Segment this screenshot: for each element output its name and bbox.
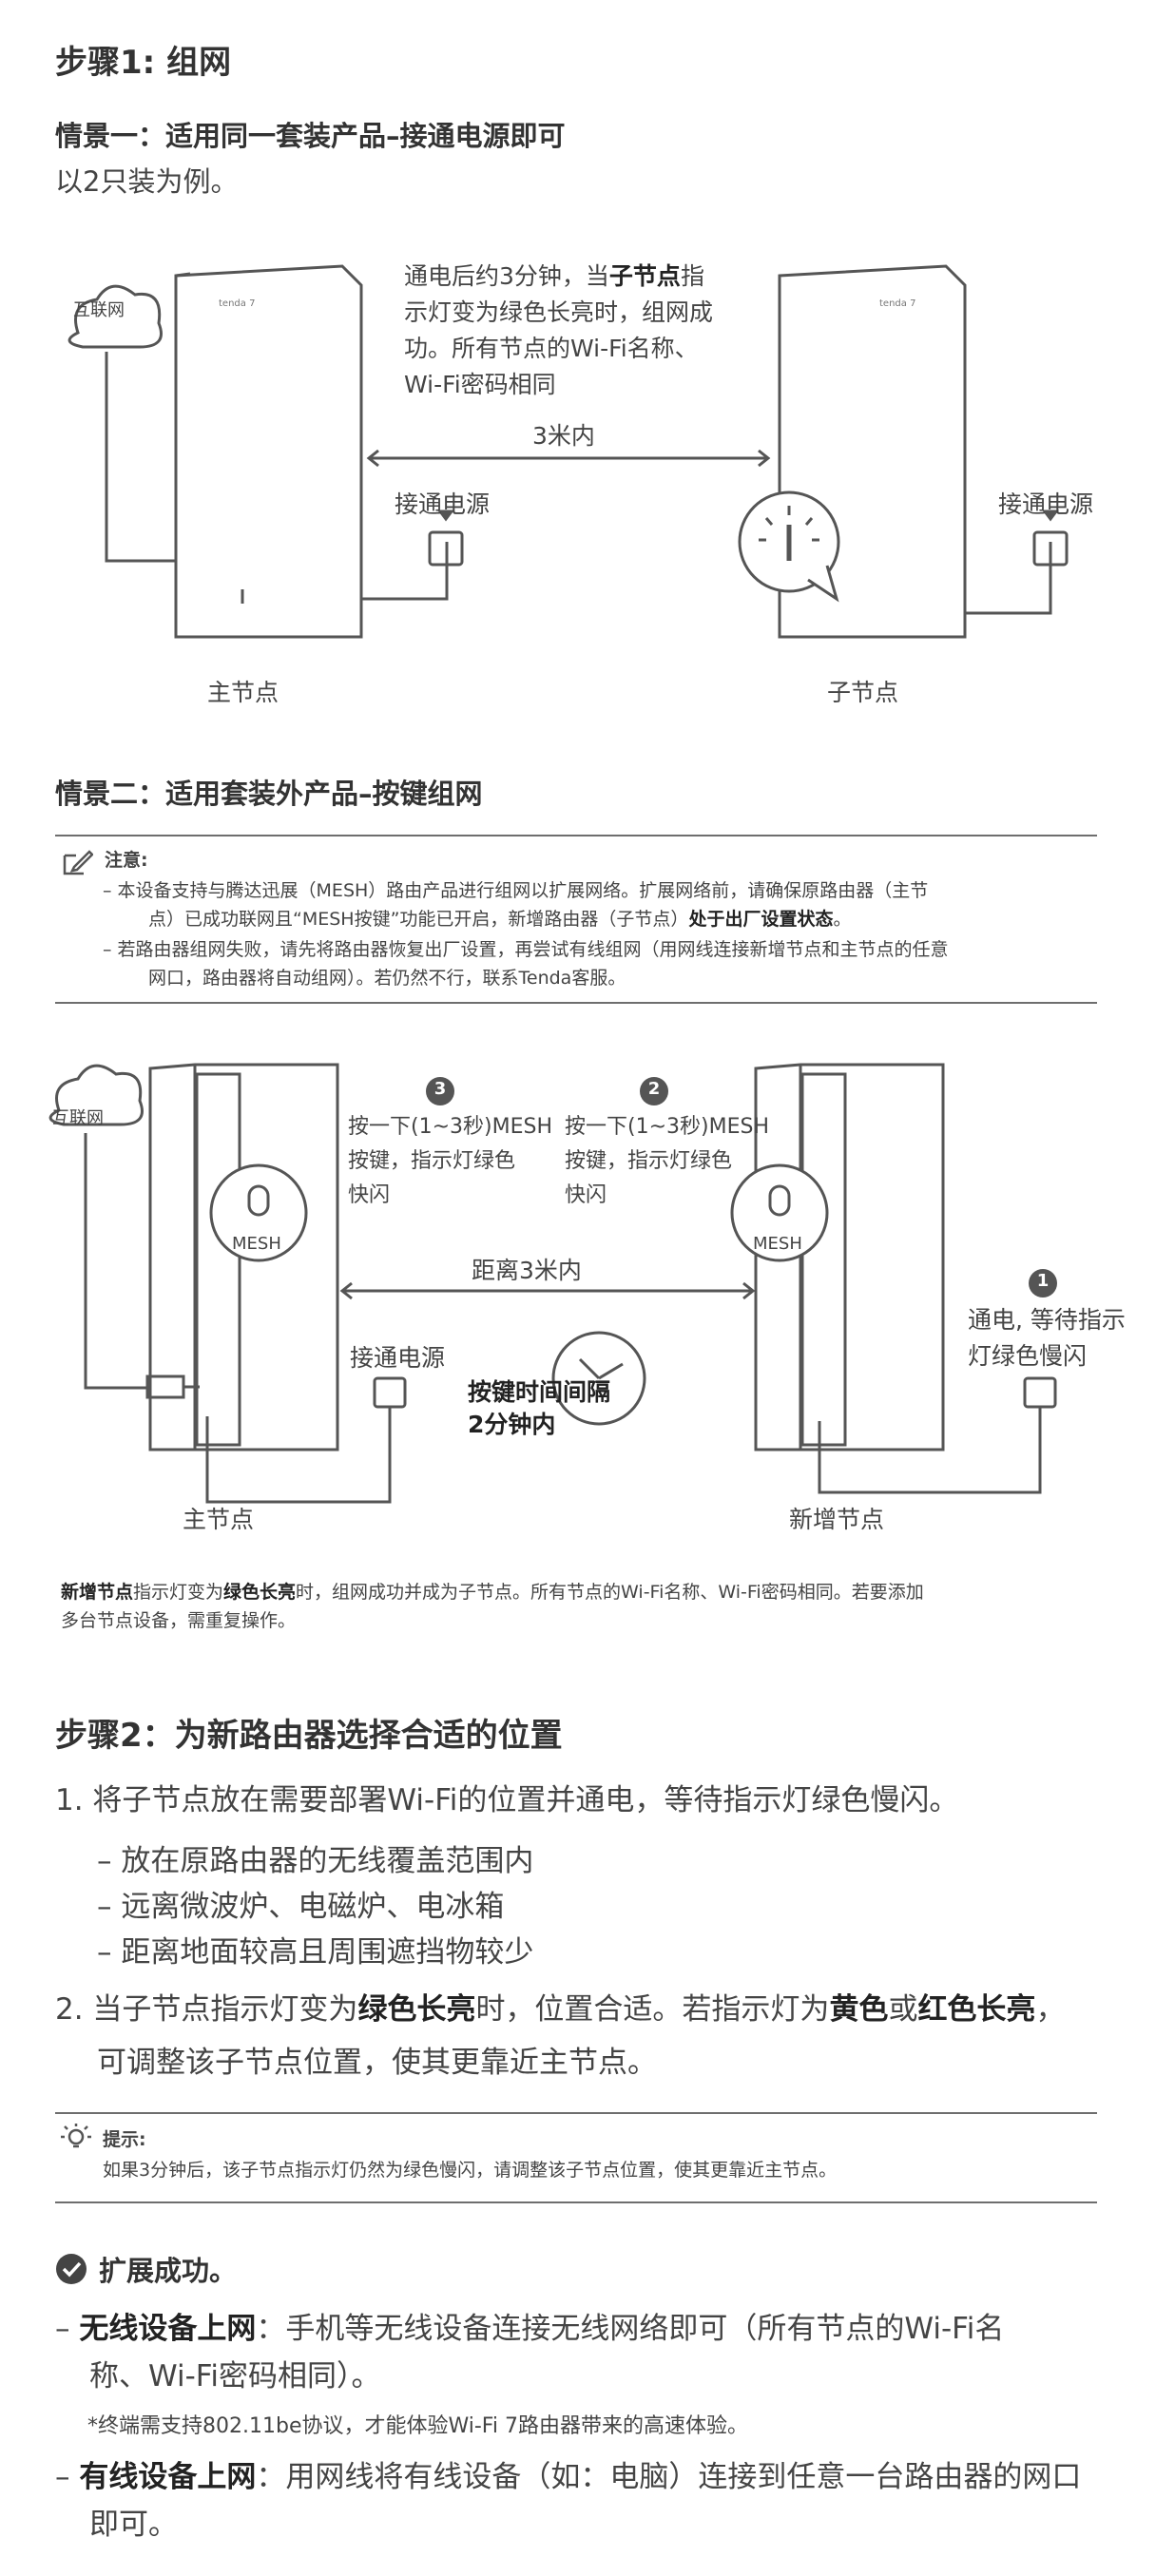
main-router-icon <box>174 264 363 639</box>
wired-line2: 即可。 <box>89 2508 178 2542</box>
step2-item1: 1. 将子节点放在需要部署Wi-Fi的位置并通电，等待指示灯绿色慢闪。 <box>55 1783 959 1817</box>
mesh-button-icon <box>209 1163 308 1262</box>
mesh-label-new: MESH <box>753 1234 802 1254</box>
tip-title: 提示: <box>103 2129 146 2150</box>
wireless-line2: 称、Wi-Fi密码相同）。 <box>89 2359 381 2393</box>
scene2-result: 新增节点指示灯变为绿色长亮时，组网成功并成为子节点。所有节点的Wi-Fi名称、W… <box>61 1582 924 1631</box>
svg-text:tenda 7: tenda 7 <box>879 298 915 309</box>
scene2-title: 情景二：适用套装外产品–按键组网 <box>55 778 483 810</box>
scene1-description: 通电后约3分钟，当子节点指 示灯变为绿色长亮时，组网成 功。所有节点的Wi-Fi… <box>404 262 714 398</box>
cloud-label: 互联网 <box>73 300 125 320</box>
edit-note-icon <box>63 850 93 875</box>
scene2-power: 接通电源 <box>350 1344 446 1372</box>
new-router-icon <box>754 1063 945 1451</box>
note2: – 若路由器组网失败，请先将路由器恢复出厂设置，再尝试有线组网（用网线连接新增节… <box>103 939 949 989</box>
brand-text: tenda 7 <box>219 298 255 309</box>
scene2-new-node-label: 新增节点 <box>789 1506 885 1533</box>
note-title: 注意: <box>105 850 148 871</box>
mesh-label-main: MESH <box>232 1234 281 1254</box>
scene2-distance: 距离3米内 <box>472 1257 582 1284</box>
cloud-icon <box>67 284 163 349</box>
step2-badge: 2 <box>647 1079 661 1099</box>
scene2-cloud-label: 互联网 <box>52 1108 104 1128</box>
step2-item2-line2: 可调整该子节点位置，使其更靠近主节点。 <box>97 2046 657 2080</box>
scene1-diagram: tenda 7 tenda 7 <box>67 264 1069 639</box>
ethernet-plug-icon <box>145 1375 185 1399</box>
step2-item2: 2. 当子节点指示灯变为绿色长亮时，位置合适。若指示灯为黄色或红色长亮， <box>55 1992 1066 2027</box>
success-title: 扩展成功。 <box>99 2255 238 2287</box>
step1-title: 步骤1: 组网 <box>55 44 232 82</box>
scene1-distance: 3米内 <box>532 422 595 450</box>
wired-line1: – 有线设备上网：用网线将有线设备（如：电脑）连接到任意一台路由器的网口 <box>55 2460 1082 2494</box>
scene1-title: 情景一：适用同一套装产品–接通电源即可 <box>55 120 566 152</box>
step1-badge: 1 <box>1036 1271 1050 1291</box>
lightbulb-tip-icon <box>61 2124 91 2148</box>
scene1-power-left: 接通电源 <box>395 490 491 518</box>
step3-badge: 3 <box>434 1079 447 1099</box>
check-circle-icon <box>56 2254 87 2284</box>
step2-title: 步骤2：为新路由器选择合适的位置 <box>55 1717 563 1755</box>
tip-text: 如果3分钟后，该子节点指示灯仍然为绿色慢闪，请调整该子节点位置，使其更靠近主节点… <box>103 2160 838 2181</box>
note1: – 本设备支持与腾达迅展（MESH）路由产品进行组网以扩展网络。扩展网络前，请确… <box>103 880 929 930</box>
scene2-main-node-label: 主节点 <box>183 1506 255 1533</box>
footnote: *终端需支持802.11be协议，才能体验Wi-Fi 7路由器带来的高速体验。 <box>87 2414 748 2438</box>
scene1-subtitle: 以2只装为例。 <box>55 165 239 198</box>
scene1-sub-node-label: 子节点 <box>827 679 899 706</box>
step2-sub1: – 放在原路由器的无线覆盖范围内 <box>97 1844 534 1878</box>
main-router-side-icon <box>148 1063 339 1451</box>
power-adapter-icon <box>428 530 464 567</box>
wireless-line1: – 无线设备上网：手机等无线设备连接无线网络即可（所有节点的Wi-Fi名 <box>55 2312 1005 2346</box>
step1-text: 通电, 等待指示灯绿色慢闪 <box>968 1306 1126 1370</box>
scene1-power-right: 接通电源 <box>998 490 1094 518</box>
scene1-main-node-label: 主节点 <box>207 679 279 706</box>
scene2-diagram <box>48 1063 1057 1504</box>
step2-sub2: – 远离微波炉、电磁炉、电冰箱 <box>97 1890 505 1924</box>
step2-sub3: – 距离地面较高且周围遮挡物较少 <box>97 1935 534 1970</box>
